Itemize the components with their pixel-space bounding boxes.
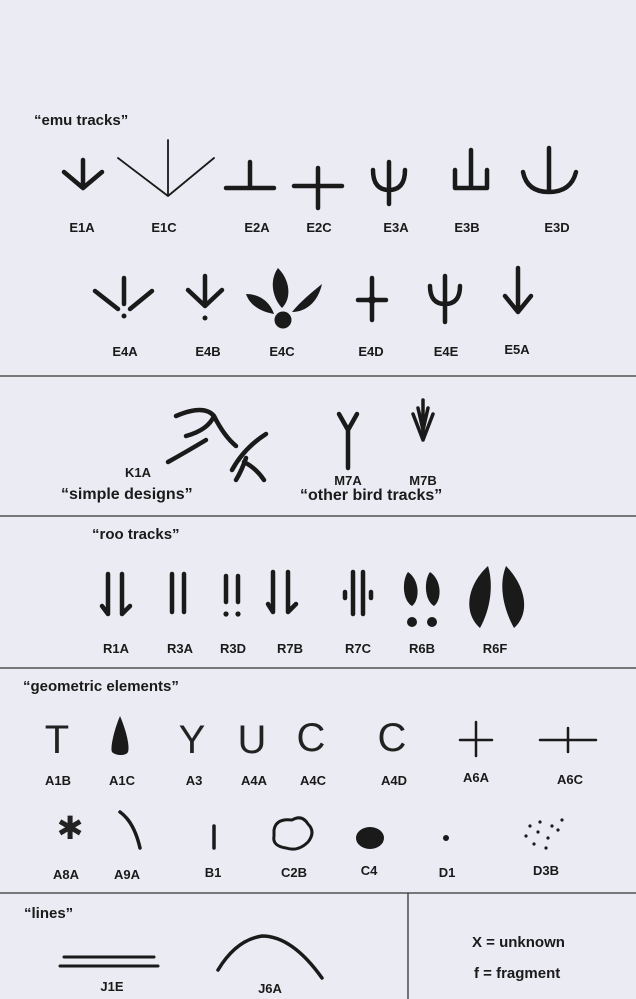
label-c2b: C2B (280, 865, 308, 880)
glyph-r3a (169, 571, 187, 615)
label-a8a: A8A (52, 867, 80, 882)
glyph-a1c (111, 716, 129, 755)
glyph-e4e (427, 273, 463, 325)
label-a9a: A9A (113, 867, 141, 882)
label-c4: C4 (360, 863, 378, 878)
glyph-e4b (185, 273, 225, 321)
label-d3b: D3B (532, 863, 560, 878)
glyph-r3d (223, 573, 241, 617)
label-r7b: R7B (276, 641, 304, 656)
label-e4a: E4A (112, 344, 138, 359)
glyph-m7b (411, 398, 435, 442)
glyph-a6a (458, 720, 494, 758)
glyph-e5a (502, 265, 534, 315)
label-e5a: E5A (504, 342, 530, 357)
label-j6a: J6A (258, 981, 282, 996)
label-a4d: A4D (380, 773, 408, 788)
label-e4b: E4B (195, 344, 221, 359)
label-e3b: E3B (454, 220, 480, 235)
label-e2a: E2A (244, 220, 270, 235)
glyph-r7c (342, 569, 374, 617)
glyph-a3: Y (178, 718, 206, 762)
label-e4d: E4D (358, 344, 384, 359)
label-e4e: E4E (433, 344, 459, 359)
glyph-a4c: C (296, 716, 326, 760)
glyph-j6a (216, 934, 324, 980)
glyph-r6f (469, 566, 525, 628)
glyph-c4 (356, 827, 384, 849)
label-e3d: E3D (544, 220, 570, 235)
label-e1c: E1C (151, 220, 177, 235)
label-m7a: M7A (334, 473, 362, 488)
label-r6f: R6F (482, 641, 508, 656)
glyph-e4c (246, 268, 322, 329)
glyph-a6c (538, 726, 598, 754)
glyph-e3b (452, 147, 490, 191)
label-r3d: R3D (219, 641, 247, 656)
section-dividers (0, 375, 636, 999)
glyph-r1a (99, 571, 133, 617)
label-b1: B1 (204, 865, 222, 880)
label-a1c: A1C (108, 773, 136, 788)
label-r6b: R6B (408, 641, 436, 656)
glyph-e4a (92, 275, 155, 319)
glyph-k1a (165, 407, 269, 483)
heading-geometric-elements: “geometric elements” (23, 678, 179, 695)
label-a4c: A4C (299, 773, 327, 788)
caption-simple-designs: “simple designs” (61, 486, 193, 503)
label-a6c: A6C (556, 772, 584, 787)
legend-unknown: X = unknown (472, 934, 565, 951)
glyph-e1c (117, 139, 215, 197)
caption-other-bird-tracks: “other bird tracks” (300, 487, 443, 504)
glyph-m7a (336, 411, 360, 471)
glyph-a4a: U (237, 718, 267, 762)
glyph-a9a (118, 810, 142, 850)
glyph-a8a: ✱ (56, 810, 84, 846)
heading-lines: “lines” (24, 905, 74, 922)
glyph-d1 (443, 835, 449, 841)
legend-fragment: f = fragment (474, 965, 561, 982)
label-r7c: R7C (344, 641, 372, 656)
glyph-j1e (58, 955, 160, 968)
glyph-a4d: C (377, 716, 407, 760)
glyph-e4d (355, 275, 389, 323)
glyph-e2a (223, 159, 277, 191)
label-e3a: E3A (383, 220, 409, 235)
label-a4a: A4A (240, 773, 268, 788)
glyph-a1b: T (44, 718, 70, 762)
label-a3: A3 (185, 773, 203, 788)
glyph-e3d (520, 145, 579, 195)
heading-emu-tracks: “emu tracks” (34, 112, 129, 129)
label-e1a: E1A (69, 220, 95, 235)
glyph-e1a (61, 157, 105, 191)
label-a6a: A6A (462, 770, 490, 785)
label-a1b: A1B (44, 773, 72, 788)
glyph-e3a (370, 159, 408, 207)
heading-roo-tracks: “roo tracks” (92, 526, 180, 543)
label-e2c: E2C (306, 220, 332, 235)
label-e4c: E4C (269, 344, 295, 359)
glyph-e2c (291, 165, 345, 211)
glyph-d3b (524, 818, 564, 850)
glyph-r7b (265, 569, 299, 615)
label-r3a: R3A (166, 641, 194, 656)
label-r1a: R1A (102, 641, 130, 656)
label-m7b: M7B (409, 473, 437, 488)
glyph-c2b (272, 816, 314, 851)
label-d1: D1 (438, 865, 456, 880)
label-j1e: J1E (100, 979, 124, 994)
glyph-r6b (403, 572, 440, 627)
label-k1a: K1A (124, 465, 152, 480)
